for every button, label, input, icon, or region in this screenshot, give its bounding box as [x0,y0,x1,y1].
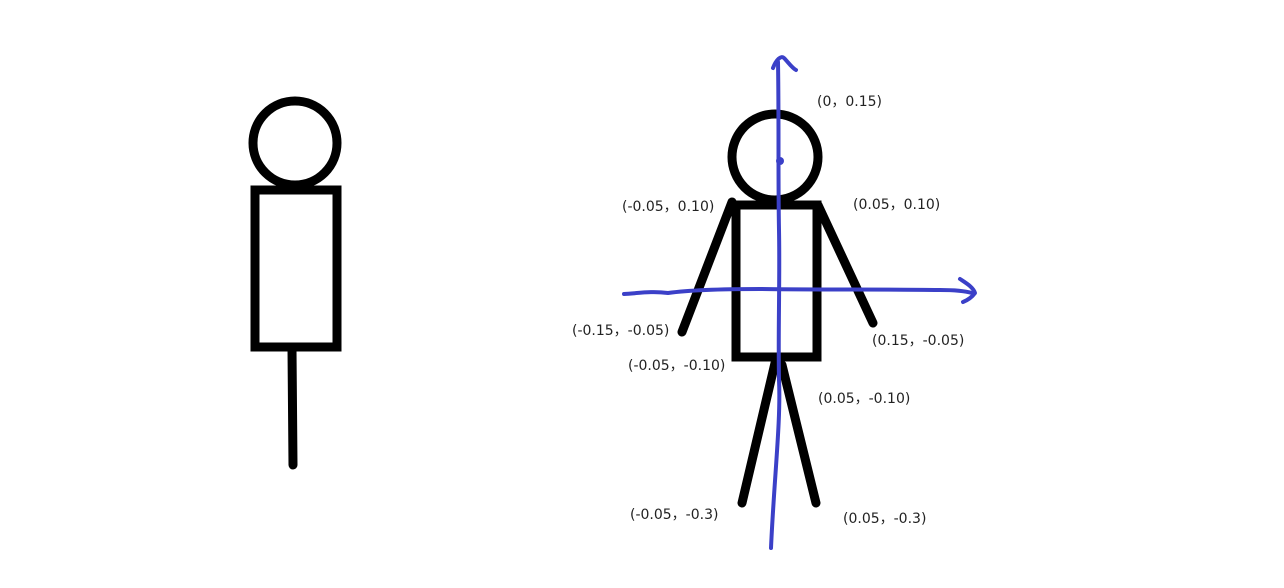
right-figure-head [727,109,823,205]
x-axis-arrowhead [958,277,977,304]
right-figure-body [731,200,822,362]
head-center-dot [776,157,784,165]
label-shoulder-left: (-0.05，0.10) [622,199,715,215]
label-foot-left: (-0.05，-0.3) [630,507,719,523]
right-figure-right-arm [813,200,878,328]
y-axis-arrowhead [771,55,798,72]
label-head-top: (0，0.15) [817,94,883,110]
left-stick-figure [248,96,342,470]
left-figure-body [250,185,342,352]
right-stick-figure [677,109,878,508]
left-figure-leg [287,344,298,470]
coordinate-axes [622,55,977,550]
label-shoulder-right: (0.05，0.10) [853,197,941,213]
right-figure-left-leg [737,358,780,508]
x-axis-line [622,287,974,296]
right-figure-left-arm [677,197,737,337]
label-hip-right: (0.05，-0.10) [818,391,911,407]
right-figure-right-leg [777,360,821,508]
y-axis-line [769,60,782,550]
left-figure-head [248,96,342,190]
label-hand-right: (0.15，-0.05) [872,333,965,349]
label-foot-right: (0.05，-0.3) [843,511,927,527]
label-hand-left: (-0.15，-0.05) [572,323,670,339]
label-hip-left: (-0.05，-0.10) [628,358,726,374]
